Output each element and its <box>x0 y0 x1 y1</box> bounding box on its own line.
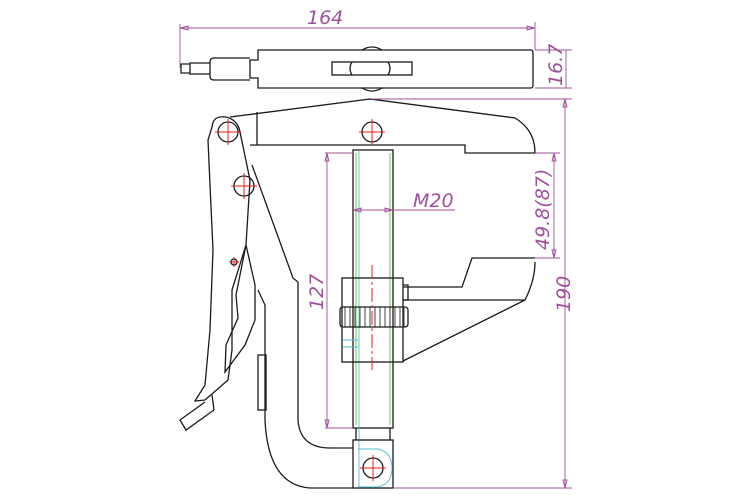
dimension-190: 190 <box>372 98 575 489</box>
dimension-text-164: 164 <box>307 7 343 29</box>
dimension-text-49-8: 49.8(87) <box>532 169 554 250</box>
top-view <box>180 46 534 92</box>
dimension-16-7: 16.7 <box>535 44 572 89</box>
side-view <box>179 98 536 489</box>
dimension-49-8: 49.8(87) <box>532 152 560 259</box>
dimension-text-16-7: 16.7 <box>545 44 567 86</box>
thread-callout-m20: M20 <box>352 190 455 213</box>
knurl <box>344 307 405 327</box>
dimension-text-190: 190 <box>553 276 575 312</box>
dimension-164: 164 <box>179 7 536 68</box>
dimension-text-127: 127 <box>306 274 328 310</box>
thread-text: M20 <box>413 190 454 212</box>
pin-holes <box>215 119 386 481</box>
dimension-127: 127 <box>306 152 353 429</box>
